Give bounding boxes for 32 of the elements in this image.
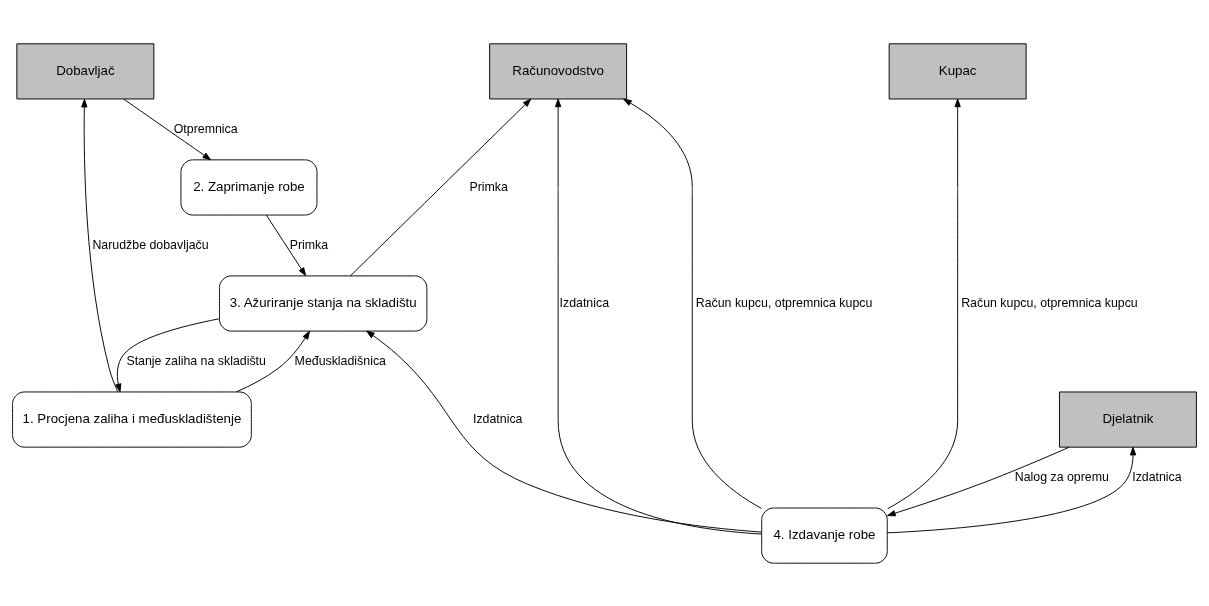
edge-label: Primka [289,237,329,252]
arrow [555,98,763,535]
edge-label: Izdatnica [559,295,610,310]
edge-label: Otpremnica [173,121,238,136]
node-box: 3. Ažuriranje stanja na skladištu [219,274,428,332]
edge-label: Primka [469,179,508,194]
node-box: Kupac [888,42,1027,99]
arrow [366,330,762,533]
arrow [887,98,961,509]
edge-label: Međuskladišnica [294,353,386,368]
edge-label: Račun kupcu, otpremnica kupcu [961,295,1138,310]
arrow [886,446,1137,533]
edge-label: Nalog za opremu [1014,469,1109,484]
edge-label: Stanje zaliha na skladištu [126,353,266,368]
arrow [349,98,532,276]
node-box: 1. Procjena zaliha i međuskladištenje [12,391,252,448]
edge-label: Izdatnica [472,411,523,426]
arrow [123,98,212,160]
node-box: 2. Zaprimanje robe [180,158,318,215]
arrow [81,98,119,392]
node-box: Dobavljač [16,42,155,99]
node-box: 4. Izdavanje robe [761,507,888,564]
edge-label: Izdatnica [1132,469,1182,484]
node-box: Računovodstvo [489,42,628,99]
edge-label: Račun kupcu, otpremnica kupcu [695,295,873,310]
arrow [623,98,762,509]
edge-label: Narudžbe dobavljaču [92,237,209,252]
arrow [265,214,307,276]
arrow [115,317,220,392]
arrow [235,330,310,392]
arrow [887,446,1070,516]
node-box: Djelatnik [1058,391,1197,448]
